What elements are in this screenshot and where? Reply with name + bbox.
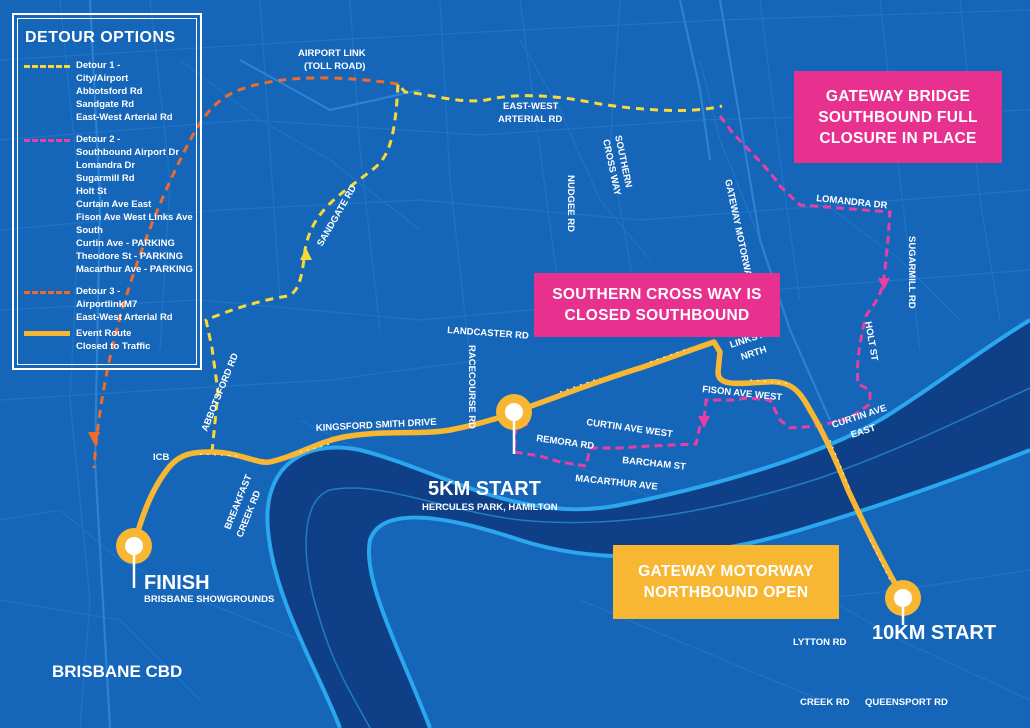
detour-1-route — [204, 80, 723, 453]
brisbane-cbd-label: BRISBANE CBD — [52, 662, 182, 681]
legend-line: Abbotsford Rd — [76, 86, 143, 97]
legend-line: Theodore St - PARKING — [76, 251, 183, 262]
10km-start-marker[interactable] — [885, 580, 921, 625]
legend-swatch-detour2 — [24, 139, 70, 142]
legend-line: East-West Arterial Rd — [76, 312, 173, 323]
10km-start-title: 10KM START — [872, 622, 996, 644]
legend-line: Detour 3 - — [76, 286, 121, 297]
legend-line: City/Airport — [76, 73, 129, 84]
detour-3-arrow — [88, 432, 100, 444]
legend-line: Lomandra Dr — [76, 160, 136, 171]
airport-link-label: AIRPORT LINK — [298, 48, 366, 59]
finish-title: FINISH — [144, 572, 210, 594]
legend-line: Closed to Traffic — [76, 341, 151, 352]
legend-line: Holt St — [76, 186, 107, 197]
racecourse-rd-label: RACECOURSE RD — [466, 345, 477, 429]
gateway-motorway-callout: GATEWAY MOTORWAY NORTHBOUND OPEN — [613, 545, 839, 619]
detour-2-arrow-b — [698, 416, 710, 428]
5km-start-title: 5KM START — [428, 478, 541, 500]
southern-cross-callout: SOUTHERN CROSS WAY IS CLOSED SOUTHBOUND — [534, 273, 780, 337]
legend-text-detour2: Detour 2 - Southbound Airport Dr Lomandra … — [76, 133, 204, 276]
icb-label: ICB — [153, 452, 170, 463]
legend-line: Southbound Airport Dr — [76, 147, 180, 158]
east-west-label: EAST-WEST — [503, 101, 559, 112]
major-roads — [88, 0, 832, 728]
river-edge-south — [366, 448, 1030, 728]
finish-marker[interactable] — [116, 528, 152, 588]
southern-cross-callout-text: SOUTHERN CROSS WAY IS CLOSED SOUTHBOUND — [552, 286, 762, 324]
legend-line: Fison Ave West Links Ave — [76, 212, 193, 223]
queensport-rd-label: QUEENSPORT RD — [865, 697, 948, 708]
river — [267, 320, 1030, 728]
inner-channel — [305, 387, 1030, 728]
legend-line: Event Route — [76, 328, 132, 339]
legend-line: East-West Arterial Rd — [76, 112, 173, 123]
event-route-chevrons — [199, 347, 891, 581]
legend-line: Sugarmill Rd — [76, 173, 135, 184]
detour-2-arrow-a — [878, 278, 890, 290]
detour-3-route — [92, 76, 399, 469]
5km-start-subtitle: HERCULES PARK, HAMILTON — [422, 502, 558, 513]
legend-line: Curtin Ave - PARKING — [76, 238, 175, 249]
legend-line: Sandgate Rd — [76, 99, 135, 110]
legend-title: DETOUR OPTIONS — [25, 29, 176, 46]
legend-line: AirportlinkM7 — [76, 299, 138, 310]
gateway-motorway-callout-text: GATEWAY MOTORWAY NORTHBOUND OPEN — [638, 563, 814, 601]
legend-line: Detour 1 - — [76, 60, 121, 71]
legend-line: Detour 2 - — [76, 134, 121, 145]
legend-line: South — [76, 225, 103, 236]
nudgee-rd-label: NUDGEE RD — [565, 175, 576, 232]
arterial-rd-label: ARTERIAL RD — [498, 114, 562, 125]
gateway-bridge-callout: GATEWAY BRIDGE SOUTHBOUND FULL CLOSURE I… — [794, 71, 1002, 163]
airport-link-toll-label: (TOLL ROAD) — [304, 61, 365, 72]
legend-swatch-detour1 — [24, 65, 70, 68]
legend-line: Curtain Ave East — [76, 199, 152, 210]
legend-swatch-event — [24, 331, 70, 336]
5km-start-marker[interactable] — [496, 394, 532, 454]
sugarmill-rd-label: SUGARMILL RD — [906, 236, 917, 309]
river-edge-north — [265, 318, 1030, 728]
detour-1-arrow — [300, 248, 312, 260]
creek-rd-south-label: CREEK RD — [800, 697, 850, 708]
lytton-rd-label: LYTTON RD — [793, 637, 846, 648]
legend-line: Macarthur Ave - PARKING — [76, 264, 193, 275]
gateway-bridge-callout-text: GATEWAY BRIDGE SOUTHBOUND FULL CLOSURE I… — [818, 87, 978, 147]
finish-subtitle: BRISBANE SHOWGROUNDS — [144, 594, 274, 605]
legend-swatch-detour3 — [24, 291, 70, 294]
